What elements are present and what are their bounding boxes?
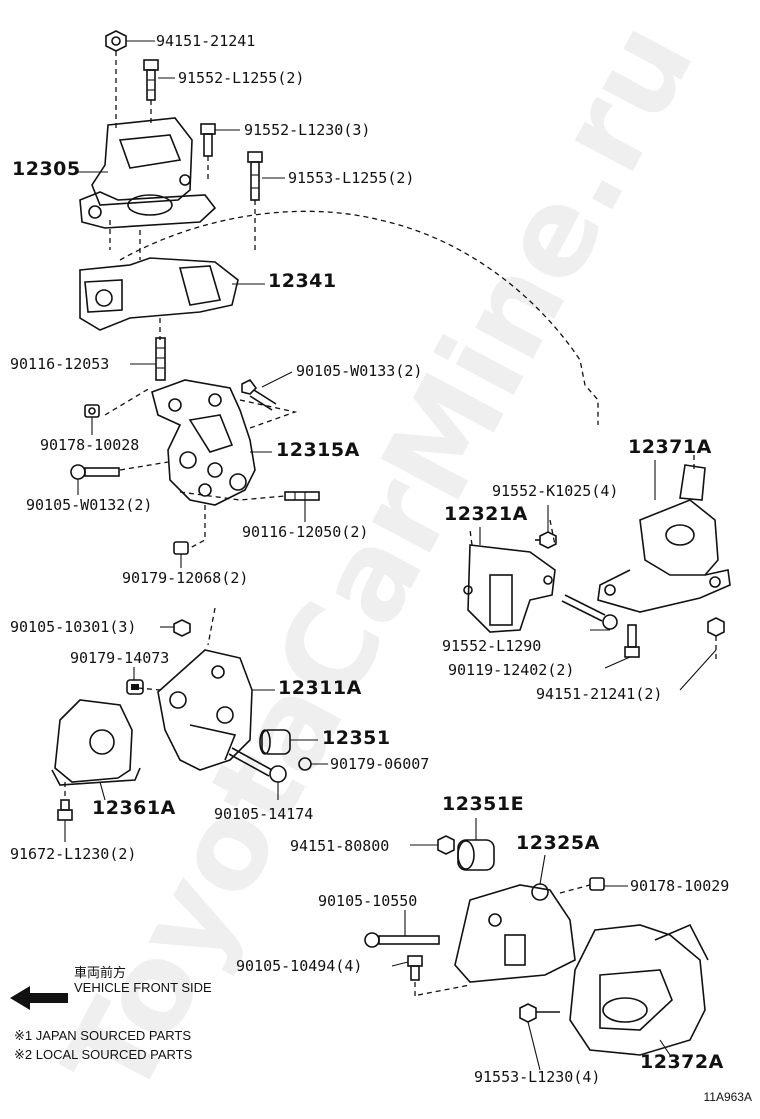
nut-90179-06007-icon <box>298 757 312 771</box>
part-label-12351: 12351 <box>322 727 391 749</box>
fastener-label-90178-10029: 90178-10029 <box>630 877 730 895</box>
bolt-90105-10301-icon <box>173 619 191 637</box>
bolt-91553-L1230-icon <box>519 1003 560 1023</box>
part-12305-drawing[interactable] <box>79 117 217 229</box>
bolt-91552-L1230-icon <box>200 123 216 157</box>
part-12351E-drawing[interactable] <box>457 839 495 871</box>
fastener-label-91552-L1255: 91552-L1255(2) <box>178 69 305 87</box>
bolt-90105-W0132-icon <box>70 464 120 480</box>
fastener-label-91552-K1025: 91552-K1025(4) <box>492 482 619 500</box>
bolt-91552-L1255-icon <box>143 59 159 101</box>
part-12325A-drawing[interactable] <box>454 883 576 983</box>
part-label-12351E: 12351E <box>442 793 525 815</box>
part-label-12341: 12341 <box>268 270 337 292</box>
note-local-sourced: ※2 LOCAL SOURCED PARTS <box>14 1047 193 1062</box>
fastener-label-91553-L1230: 91553-L1230(4) <box>474 1068 601 1086</box>
part-label-12325A: 12325A <box>516 832 600 854</box>
nut-90179-12068-icon <box>173 541 189 555</box>
bolt-90119-12402-icon <box>624 624 640 658</box>
nut-94151-21241-icon <box>105 30 127 52</box>
part-12341-drawing[interactable] <box>79 257 239 331</box>
part-12371A-drawing[interactable] <box>597 464 731 613</box>
fastener-label-90105-W0133: 90105-W0133(2) <box>296 362 423 380</box>
bolt-91672-L1230-icon <box>57 799 73 821</box>
fastener-label-90116-12053: 90116-12053 <box>10 355 110 373</box>
bolt-90105-10550-icon <box>364 932 440 948</box>
figure-code: 11A963A <box>703 1090 753 1104</box>
stud-90116-12053-icon <box>155 337 166 381</box>
part-label-12315A: 12315A <box>276 439 360 461</box>
fastener-label-90178-10028: 90178-10028 <box>40 436 140 454</box>
fastener-label-91553-L1255: 91553-L1255(2) <box>288 169 415 187</box>
fastener-label-90179-14073: 90179-14073 <box>70 649 170 667</box>
fastener-label-90179-06007: 90179-06007 <box>330 755 430 773</box>
fastener-label-91672-L1230: 91672-L1230(2) <box>10 845 137 863</box>
nut-94151-80800-icon <box>437 835 455 855</box>
fastener-label-90105-W0132: 90105-W0132(2) <box>26 496 153 514</box>
fastener-label-90105-10494: 90105-10494(4) <box>236 957 363 975</box>
fastener-label-90105-10301: 90105-10301(3) <box>10 618 137 636</box>
fastener-label-94151-21241-top: 94151-21241 <box>156 32 256 50</box>
nut-90178-10029-icon <box>589 877 605 891</box>
vehicle-front-label-en: VEHICLE FRONT SIDE <box>74 980 212 995</box>
part-12321A-drawing[interactable] <box>463 544 556 633</box>
fastener-label-90179-12068: 90179-12068(2) <box>122 569 249 587</box>
note-japan-sourced: ※1 JAPAN SOURCED PARTS <box>14 1028 192 1043</box>
stud-90116-12050-icon <box>284 491 320 501</box>
part-12351-drawing[interactable] <box>259 729 291 755</box>
bolt-91553-L1255-icon <box>247 151 263 201</box>
vehicle-front-label-jp: 車両前方 <box>74 965 127 980</box>
part-label-12361A: 12361A <box>92 797 176 819</box>
bolt-91552-K1025-icon <box>535 531 557 549</box>
bolt-90105-10494-icon <box>407 955 423 981</box>
part-label-12371A: 12371A <box>628 436 712 458</box>
part-label-12305: 12305 <box>12 158 81 180</box>
nut-90178-10028-icon <box>84 404 100 418</box>
fastener-label-90105-10550: 90105-10550 <box>318 892 418 910</box>
part-12311A-drawing[interactable] <box>157 649 253 771</box>
part-label-12311A: 12311A <box>278 677 362 699</box>
fastener-label-91552-L1290: 91552-L1290 <box>442 637 542 655</box>
fastener-label-94151-21241-right: 94151-21241(2) <box>536 685 663 703</box>
fastener-label-94151-80800: 94151-80800 <box>290 837 390 855</box>
fastener-label-90116-12050: 90116-12050(2) <box>242 523 369 541</box>
part-label-12321A: 12321A <box>444 503 528 525</box>
fastener-label-91552-L1230: 91552-L1230(3) <box>244 121 371 139</box>
part-12372A-drawing[interactable] <box>569 923 709 1056</box>
nut-94151-21241-right-icon <box>707 617 725 637</box>
bolt-90105-W0133-icon <box>241 378 277 411</box>
vehicle-front-arrow-icon <box>10 986 68 1010</box>
fastener-label-90119-12402: 90119-12402(2) <box>448 661 575 679</box>
part-label-12372A: 12372A <box>640 1051 724 1073</box>
part-12315A-drawing[interactable] <box>151 379 256 506</box>
bolt-91552-L1290-icon <box>561 594 618 630</box>
nut-90179-14073-icon <box>126 679 144 695</box>
leader-lines <box>64 40 717 1071</box>
fastener-label-90105-14174: 90105-14174 <box>214 805 314 823</box>
part-12361A-drawing[interactable] <box>51 699 141 786</box>
